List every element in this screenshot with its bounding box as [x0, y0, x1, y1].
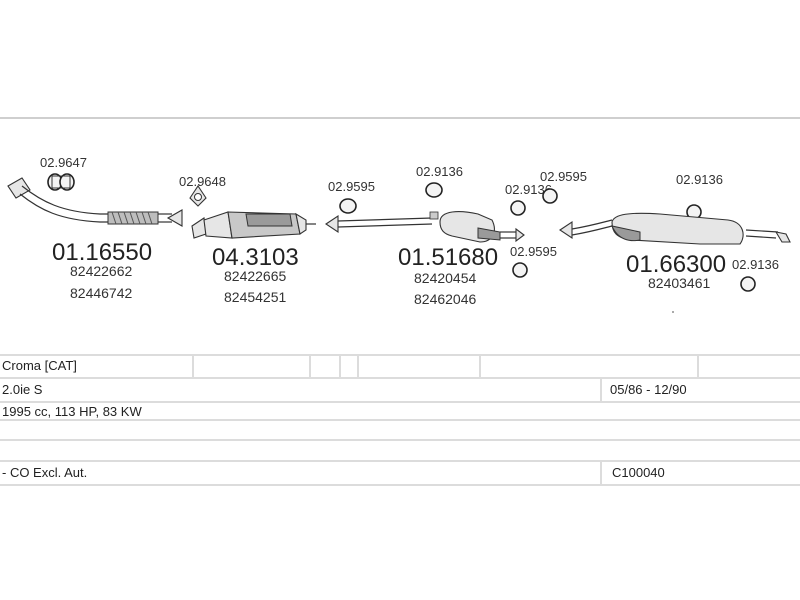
ring-2-code: 02.9136: [416, 164, 463, 179]
application-table-grid: [0, 354, 800, 486]
gasket-2-code: 02.9648: [179, 174, 226, 189]
front-pipe-part[interactable]: [7, 177, 183, 227]
fitment-note: - CO Excl. Aut.: [2, 465, 88, 480]
ring-1-code: 02.9595: [328, 179, 375, 194]
gasket-2-icon[interactable]: [189, 185, 207, 207]
ring-4-icon[interactable]: [542, 188, 558, 204]
rear-silencer-part[interactable]: [559, 212, 791, 245]
system-reference: C100040: [612, 465, 665, 480]
middle-silencer-oe-2: 82462046: [414, 291, 477, 307]
ring-5-code: 02.9595: [510, 244, 557, 259]
rear-silencer-oe-1: 82403461: [648, 275, 711, 291]
engine-variant: 2.0ie S: [2, 382, 43, 397]
ring-1-icon[interactable]: [339, 198, 357, 214]
middle-silencer-code: 01.51680: [398, 244, 498, 271]
engine-spec: 1995 cc, 113 HP, 83 KW: [2, 404, 142, 419]
front-pipe-oe-1: 82422662: [70, 263, 133, 279]
front-pipe-oe-2: 82446742: [70, 285, 133, 301]
catalyst-oe-1: 82422665: [224, 268, 287, 284]
catalyst-oe-2: 82454251: [224, 289, 287, 305]
ring-6-code: 02.9136: [676, 172, 723, 187]
catalyst-part[interactable]: [191, 211, 316, 239]
production-years: 05/86 - 12/90: [610, 382, 687, 397]
rear-silencer-code: 01.66300: [626, 251, 726, 278]
middle-silencer-oe-1: 82420454: [414, 270, 477, 286]
ring-4-code: 02.9595: [540, 169, 587, 184]
ring-5-icon[interactable]: [512, 262, 528, 278]
front-pipe-code: 01.16550: [52, 239, 152, 266]
ring-3-icon[interactable]: [510, 200, 526, 216]
gasket-1-icon[interactable]: [47, 173, 75, 191]
ring-3-code: 02.9136: [505, 182, 552, 197]
ring-7-code: 02.9136: [732, 257, 779, 272]
middle-silencer-part[interactable]: [325, 211, 525, 243]
catalyst-code: 04.3103: [212, 244, 299, 271]
ring-7-icon[interactable]: [740, 276, 756, 292]
gasket-1-code: 02.9647: [40, 155, 87, 170]
ring-2-icon[interactable]: [425, 182, 443, 198]
vehicle-model: Croma [CAT]: [2, 358, 77, 373]
